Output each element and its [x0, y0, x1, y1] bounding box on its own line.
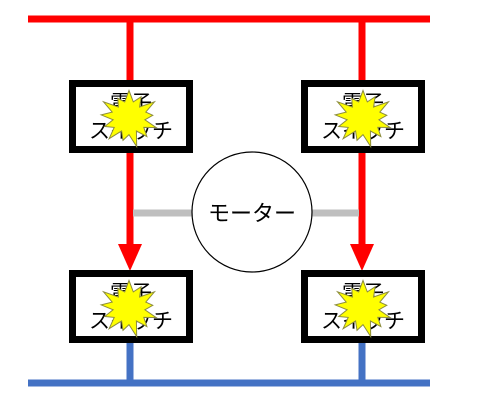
switch-top-left: 電子 スイッチ: [69, 80, 193, 153]
spark-icon: [99, 88, 158, 149]
switch-bottom-right: 電子 スイッチ: [301, 270, 425, 343]
current-arrow-right-head: [350, 244, 374, 271]
spark-icon: [333, 278, 392, 339]
current-arrow-left-head: [118, 244, 142, 271]
motor-label: モーター: [208, 202, 296, 227]
switch-top-right: 電子 スイッチ: [301, 80, 425, 153]
spark-icon: [333, 88, 392, 149]
motor-circle: [191, 151, 313, 273]
switch-bottom-left: 電子 スイッチ: [69, 270, 193, 343]
motor: モーター: [191, 151, 313, 273]
spark-icon: [99, 278, 158, 339]
